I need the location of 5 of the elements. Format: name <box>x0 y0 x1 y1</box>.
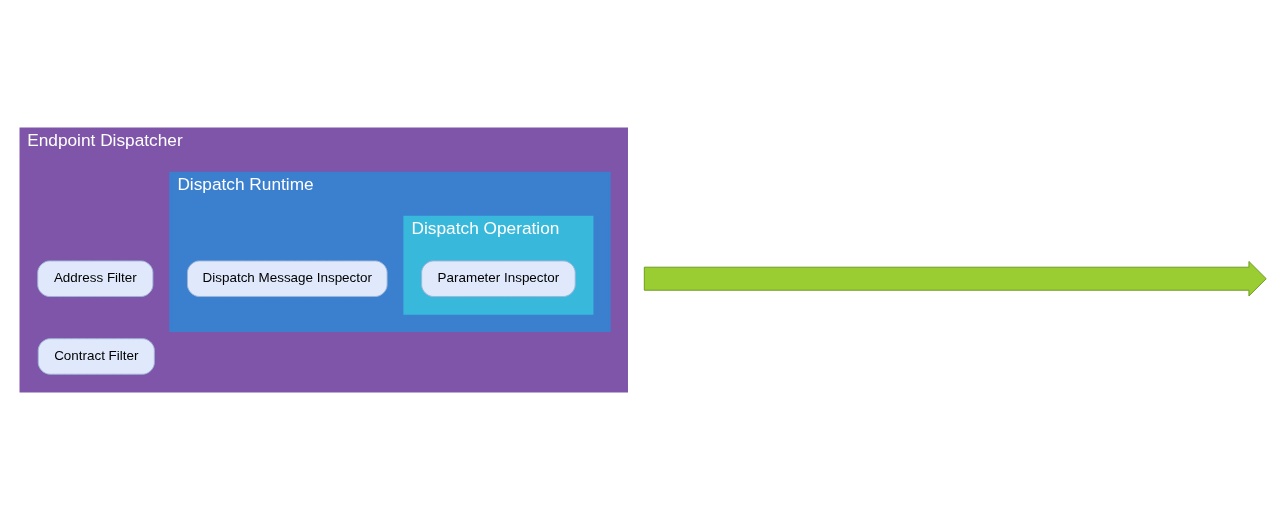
node-arrow <box>643 260 1267 296</box>
node-box: Parameter Inspector <box>421 259 576 297</box>
node-box: Contract Filter <box>37 337 155 375</box>
node-box: Dispatch Message Inspector <box>187 259 388 297</box>
node-box: Address Filter <box>37 259 154 297</box>
